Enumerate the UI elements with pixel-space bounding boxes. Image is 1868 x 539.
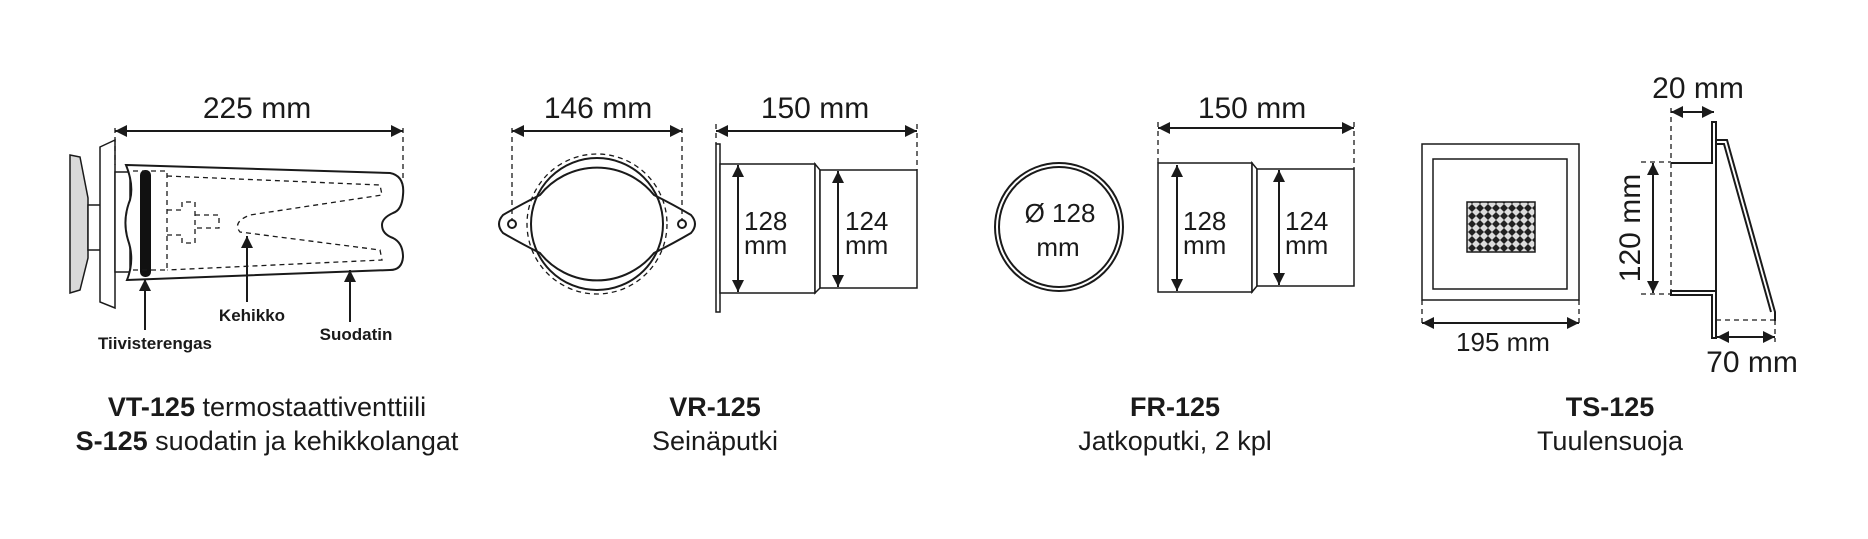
length-dimension: 150 mm [1198,92,1306,125]
label-frame: Kehikko [219,306,285,325]
frame-wires [166,175,383,271]
ts-125-diagram: 195 mm 20 mm 120 mm 70 mm TS-125 Tuulens… [1421,72,1798,456]
seal-ring [140,170,151,277]
knob [69,154,89,295]
diameter-128: 128 [744,206,787,236]
product-code: VR-125 [669,392,761,422]
flange-width-dimension: 146 mm [544,92,652,125]
valve-body [124,163,405,282]
mesh-grille [1466,201,1536,253]
product-code: FR-125 [1130,392,1220,422]
unit-mm: mm [744,230,787,260]
product-name: Jatkoputki, 2 kpl [1078,426,1272,456]
flange-outline [498,166,696,282]
bottom-depth-dimension: 70 mm [1706,346,1798,379]
hood-slope [1716,139,1776,321]
diameter-label: Ø 128 [1025,198,1096,228]
top-depth-dimension: 20 mm [1652,72,1744,105]
vt-125-diagram: 225 mm Tiivisterengas Kehikko Suodatin V… [69,92,459,456]
width-dimension: 195 mm [1456,327,1550,357]
diameter-128: 128 [1183,206,1226,236]
product-code: VT-125 [108,392,195,422]
diameter-124: 124 [1285,206,1328,236]
fr-125-diagram: Ø 128 mm 150 mm 128 mm 124 mm FR-125 Jat… [994,92,1355,456]
unit-mm: mm [1036,232,1079,262]
unit-mm: mm [1285,230,1328,260]
length-dimension: 225 mm [203,92,311,125]
vt-125-caption: VT-125 termostaattiventtiili [108,392,426,422]
pipe-opening [530,157,664,291]
wall-plate [99,138,116,310]
pipe-end-view [994,162,1124,292]
cover-side-profile [1670,121,1717,339]
s-125-caption: S-125 suodatin ja kehikkolangat [76,426,459,456]
height-dimension: 120 mm [1614,174,1647,282]
label-seal-ring: Tiivisterengas [98,334,212,353]
product-code: S-125 [76,426,148,456]
product-code: TS-125 [1566,392,1655,422]
product-name: Tuulensuoja [1537,426,1684,456]
length-dimension: 150 mm [761,92,869,125]
cover-front-inner [1432,158,1568,290]
vr-125-diagram: 146 mm 150 mm 128 mm 124 mm VR-125 Seinä… [498,92,918,456]
unit-mm: mm [1183,230,1226,260]
diameter-124: 124 [845,206,888,236]
product-name: termostaattiventtiili [202,392,426,422]
unit-mm: mm [845,230,888,260]
product-name: Seinäputki [652,426,778,456]
label-filter: Suodatin [320,325,393,344]
product-name: suodatin ja kehikkolangat [155,426,459,456]
